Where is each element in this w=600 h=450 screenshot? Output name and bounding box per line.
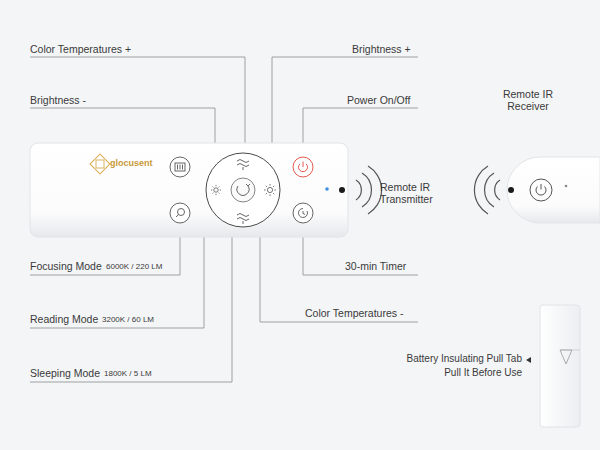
callout-label: Brightness + [352,43,411,55]
mode-name: Focusing Mode [30,260,102,272]
leader-lines [30,57,418,382]
callout-label: Brightness - [30,94,86,106]
mode-name: Reading Mode [30,313,98,325]
mode-buttons [170,157,190,223]
mode-spec: 1800K / 5 LM [104,369,152,378]
note-text: Pull It Before Use [444,367,522,379]
callout-label: Remote IR Receiver [500,88,556,112]
callout-label: Color Temperatures - [305,307,403,319]
brand-logo: glocusent [110,158,153,168]
control-ring [206,153,280,227]
callout-label: Power On/Off [347,94,410,106]
mode-name: Sleeping Mode [30,367,100,379]
indicator-led [325,187,329,191]
mode-spec: 6000K / 220 LM [106,262,162,271]
remote-body [30,143,348,237]
mode-spec: 3200K / 60 LM [102,315,154,324]
note-text: Battery Insulating Pull Tab [407,353,522,365]
battery-pull-tab [526,305,580,427]
ir-waves [356,166,500,214]
receiver-lamp [507,157,600,223]
power-timer-buttons [293,157,313,223]
callout-label: 30-min Timer [345,260,406,272]
callout-label: Color Temperatures + [30,43,131,55]
ir-transmitter [339,187,345,193]
callout-label: Remote IR Transmitter [380,181,442,205]
logo-badge [90,154,110,174]
